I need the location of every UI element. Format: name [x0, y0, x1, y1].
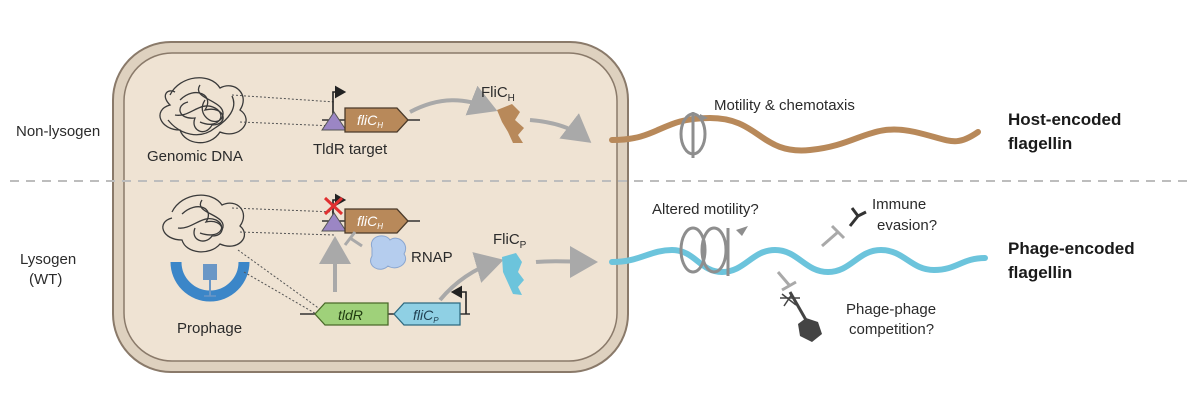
flic-h2-gene-label: fliC — [357, 213, 378, 229]
host-flagellin-title: Host-encoded — [1008, 110, 1121, 129]
row-label-wt: (WT) — [29, 271, 62, 288]
antibody-icon — [848, 207, 867, 227]
tldr-gene — [314, 302, 389, 326]
host-flagellin-subtitle: flagellin — [1008, 134, 1072, 153]
flic-h-protein-label: FliCH — [481, 84, 515, 104]
prophage-icon — [170, 261, 250, 302]
genomic-dna-icon — [159, 77, 247, 144]
flic-p-gene-label: fliC — [413, 307, 434, 323]
rotation-arrow-icon — [679, 112, 707, 158]
flic-p-gene-sub: P — [433, 316, 439, 325]
phage-competition-line2: competition? — [849, 321, 934, 338]
cell-envelope — [112, 41, 629, 373]
phage-competition-line1: Phage-phage — [846, 301, 936, 318]
svg-text:fliCH: fliCH — [357, 112, 383, 130]
phage-flagellin-subtitle: flagellin — [1008, 263, 1072, 282]
row-label-non-lysogen: Non-lysogen — [16, 123, 100, 140]
immune-label-line2: evasion? — [877, 217, 937, 234]
flic-h-repressed-gene: fliCH — [321, 193, 420, 234]
flic-h-gene-sub: H — [377, 121, 383, 130]
lysogen-dna-icon — [162, 194, 246, 253]
flic-h-gene: fliCH — [321, 85, 420, 133]
row-label-lysogen: Lysogen — [20, 251, 76, 268]
flic-p-gene — [393, 302, 461, 326]
immune-label-line1: Immune — [872, 196, 926, 213]
flic-h2-gene-sub: H — [377, 222, 383, 231]
tldr-target-label: TldR target — [313, 141, 388, 158]
host-flagellin-filament — [609, 114, 981, 154]
flic-h-gene-label: fliC — [357, 112, 378, 128]
motility-label: Motility & chemotaxis — [714, 97, 855, 114]
svg-text:fliCH: fliCH — [357, 213, 383, 231]
altered-motility-label: Altered motility? — [652, 201, 759, 218]
svg-text:fliCP: fliCP — [413, 307, 439, 325]
rnap-icon — [370, 235, 406, 270]
flic-p-protein-label: FliCP — [493, 231, 527, 251]
phage-flagellin-filament — [609, 246, 988, 276]
double-rotation-icon — [679, 226, 730, 276]
phage-competitor-icon — [780, 291, 822, 342]
flic-h-protein-icon — [497, 104, 524, 143]
phage-operon: tldR fliCP — [300, 285, 470, 326]
genomic-dna-label: Genomic DNA — [147, 148, 243, 165]
flic-p-protein-icon — [502, 253, 524, 295]
tldr-gene-label: tldR — [338, 307, 363, 323]
prophage-label: Prophage — [177, 320, 242, 337]
phage-flagellin-title: Phage-encoded — [1008, 239, 1135, 258]
rnap-label: RNAP — [411, 249, 453, 266]
